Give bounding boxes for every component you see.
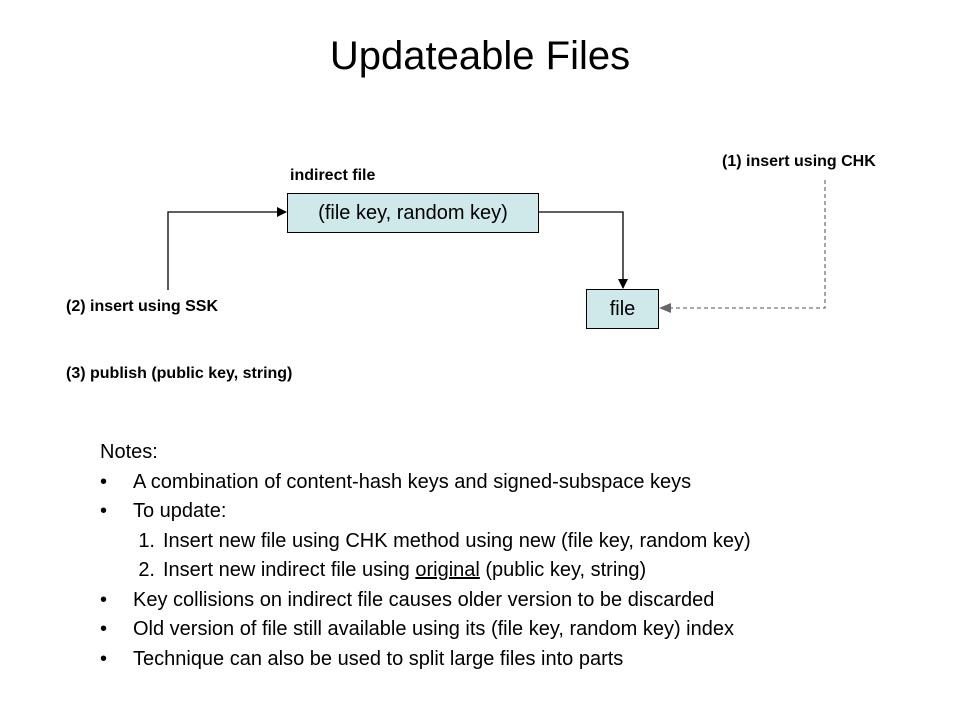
ssk-arrow — [167, 207, 287, 290]
indirect-file-label: indirect file — [290, 167, 376, 184]
list-item: • Old version of file still available us… — [100, 615, 751, 645]
note-text-part: (public key, string) — [479, 559, 647, 581]
step1-label: (1) insert using CHK — [722, 153, 876, 170]
underlined-word: original — [415, 559, 480, 581]
bullet: • — [100, 470, 108, 493]
bullet: • — [100, 588, 108, 611]
step2-label: (2) insert using SSK — [66, 298, 219, 315]
key-box: (file key, random key) — [287, 193, 539, 233]
step3-label: (3) publish (public key, string) — [66, 365, 293, 382]
notes-heading: Notes: — [100, 441, 158, 463]
note-text: Old version of file still available usin… — [133, 618, 734, 640]
bullet: • — [100, 618, 108, 640]
note-text: Key collisions on indirect file causes o… — [133, 588, 715, 611]
note-text: A combination of content-hash keys and s… — [133, 470, 692, 493]
list-item: • To update: — [100, 497, 751, 527]
list-item: • A combination of content-hash keys and… — [100, 468, 751, 498]
page-title: Updateable Files — [329, 34, 631, 78]
bullet: • — [100, 647, 108, 670]
note-text: Insert new indirect file using original … — [163, 556, 646, 586]
file-box: file — [586, 289, 659, 329]
note-text-part: Insert new indirect file using — [163, 559, 416, 581]
step-number: 1. — [138, 529, 155, 552]
list-item: 2. Insert new indirect file using origin… — [100, 556, 751, 586]
key-to-file-arrow — [539, 211, 628, 289]
note-text: Insert new file using CHK method using n… — [163, 529, 751, 552]
note-text: Technique can also be used to split larg… — [133, 647, 624, 670]
note-text: To update: — [133, 500, 227, 522]
notes-section: Notes: • A combination of content-hash k… — [100, 438, 751, 674]
list-item: • Technique can also be used to split la… — [100, 645, 751, 675]
list-item: 1. Insert new file using CHK method usin… — [100, 527, 751, 557]
list-item: • Key collisions on indirect file causes… — [100, 586, 751, 616]
chk-dashed-arrow — [659, 180, 826, 313]
step-number: 2. — [138, 559, 155, 581]
bullet: • — [100, 500, 108, 522]
